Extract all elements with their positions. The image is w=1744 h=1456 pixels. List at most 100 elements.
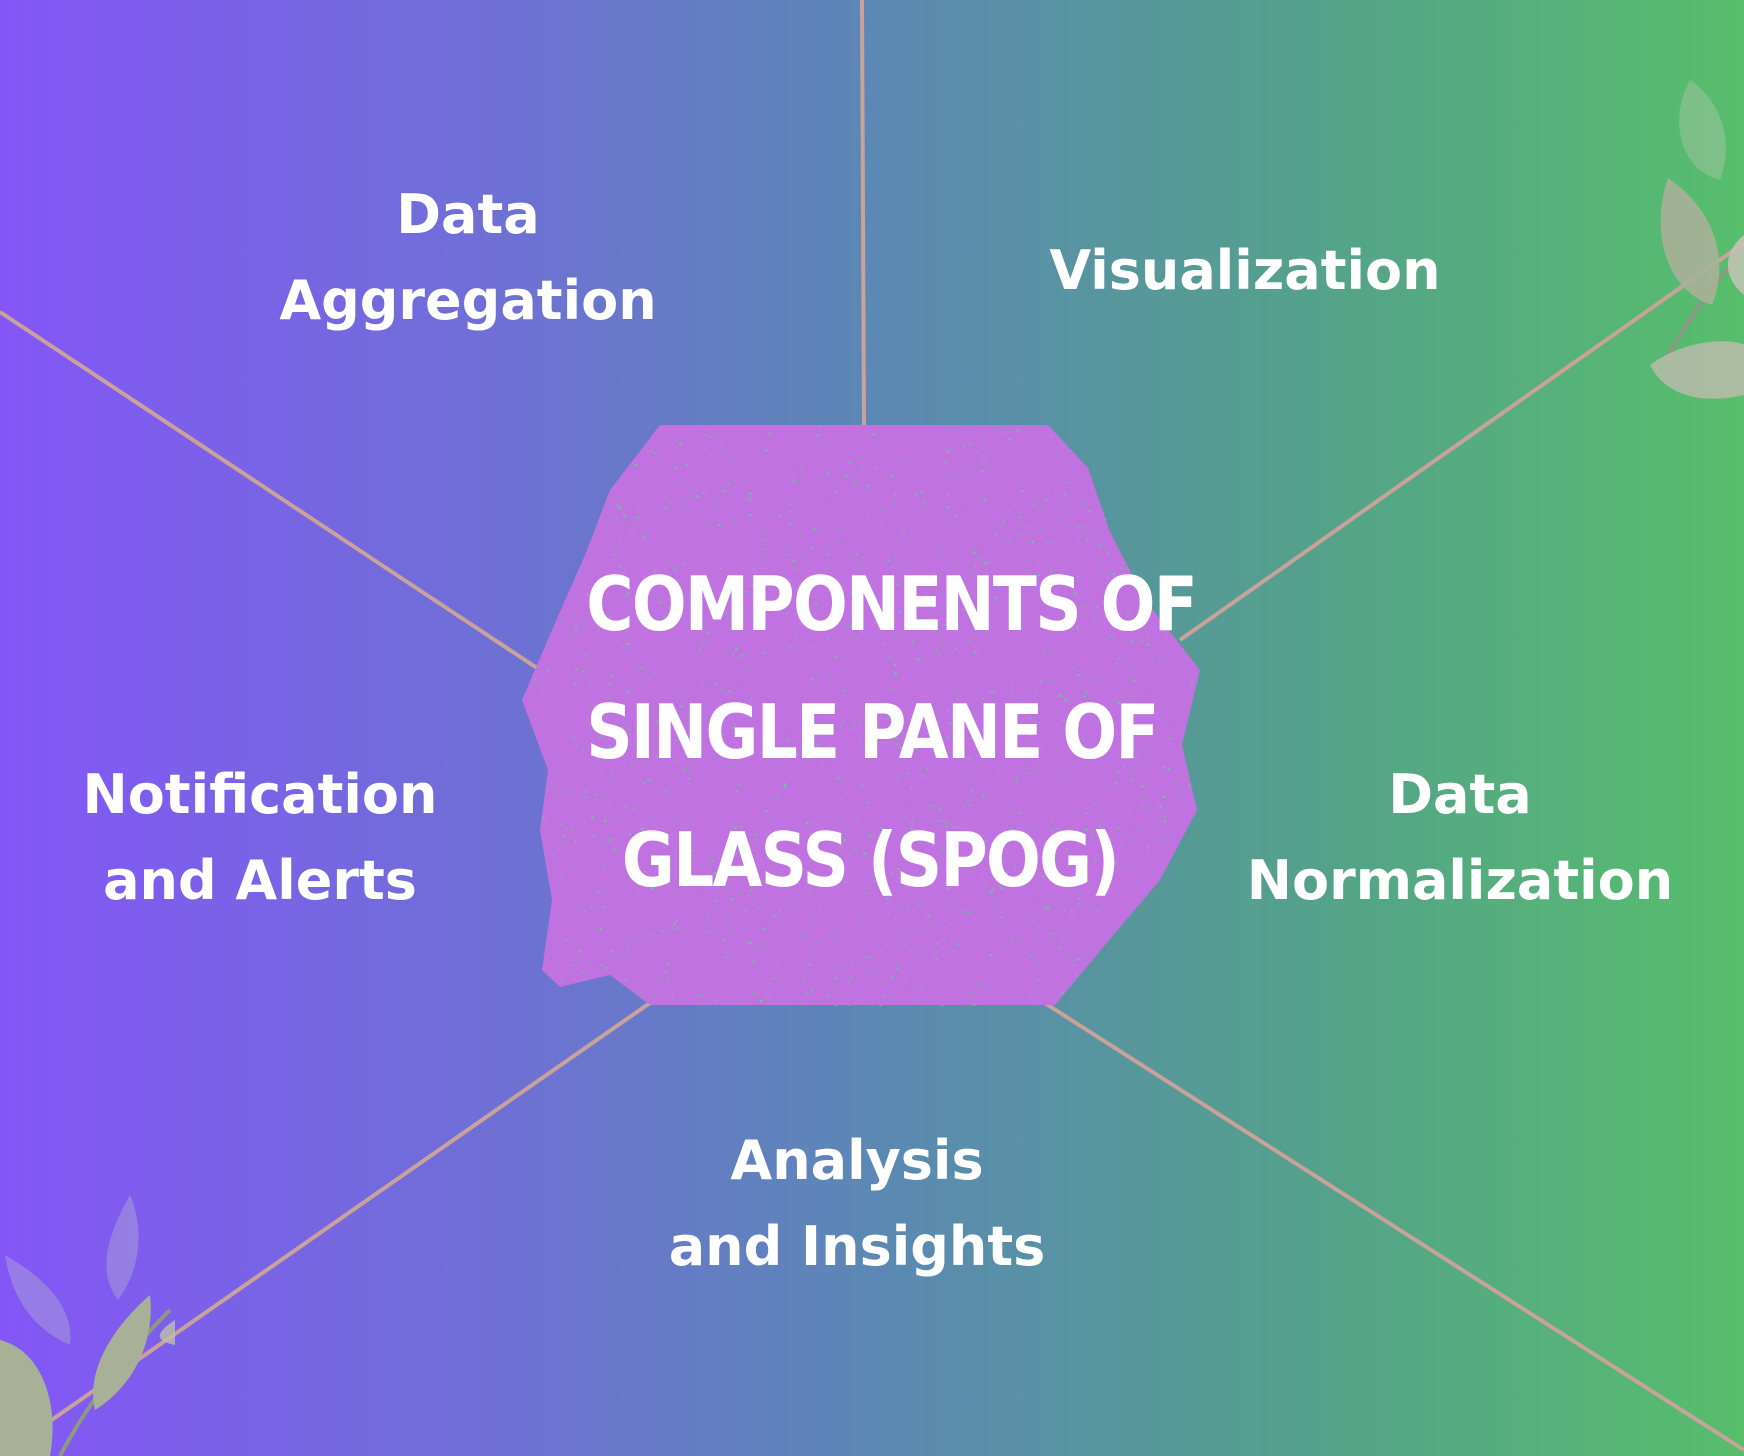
- speckle-dot: [981, 763, 983, 767]
- speckle-dot: [1077, 903, 1081, 905]
- speckle-dot: [861, 784, 864, 787]
- speckle-dot: [687, 777, 691, 780]
- title-line: GLASS (SPOG): [621, 816, 1120, 904]
- speckle-dot: [1110, 636, 1114, 638]
- speckle-dot: [971, 590, 974, 592]
- speckle-dot: [594, 536, 596, 539]
- speckle-dot: [946, 449, 949, 452]
- speckle-dot: [587, 594, 590, 596]
- speckle-dot: [911, 951, 914, 954]
- speckle-dot: [726, 483, 730, 485]
- speckle-dot: [910, 828, 914, 831]
- speckle-dot: [814, 724, 816, 726]
- speckle-dot: [1082, 614, 1084, 617]
- speckle-dot: [745, 669, 749, 671]
- speckle-dot: [1085, 485, 1087, 487]
- speckle-dot: [782, 785, 785, 787]
- speckle-dot: [962, 582, 965, 585]
- speckle-dot: [684, 767, 688, 770]
- speckle-dot: [956, 631, 958, 633]
- speckle-dot: [1050, 571, 1054, 573]
- speckle-dot: [1168, 833, 1171, 835]
- speckle-dot: [836, 573, 839, 576]
- speckle-dot: [862, 801, 865, 803]
- speckle-dot: [849, 976, 853, 979]
- component-data-normalization: Data Normalization: [1225, 752, 1695, 924]
- speckle-dot: [1095, 606, 1099, 609]
- speckle-dot: [1039, 680, 1043, 683]
- speckle-dot: [925, 580, 929, 582]
- speckle-dot: [589, 707, 592, 710]
- speckle-dot: [1167, 767, 1170, 770]
- speckle-dot: [756, 946, 759, 949]
- speckle-dot: [890, 871, 893, 874]
- speckle-dot: [883, 995, 886, 999]
- speckle-dot: [630, 867, 632, 870]
- speckle-dot: [743, 591, 747, 593]
- speckle-dot: [703, 783, 706, 785]
- speckle-dot: [1007, 882, 1009, 885]
- speckle-dot: [700, 950, 702, 953]
- speckle-dot: [1122, 727, 1125, 730]
- speckle-dot: [546, 669, 549, 672]
- speckle-dot: [793, 837, 795, 839]
- speckle-dot: [659, 601, 663, 604]
- speckle-dot: [809, 678, 813, 680]
- speckle-dot: [957, 910, 960, 912]
- speckle-dot: [711, 431, 714, 434]
- speckle-dot: [769, 983, 772, 985]
- speckle-dot: [989, 954, 993, 956]
- speckle-dot: [820, 577, 822, 579]
- speckle-dot: [967, 911, 971, 914]
- speckle-dot: [619, 565, 622, 568]
- speckle-dot: [831, 744, 833, 747]
- speckle-dot: [1008, 765, 1011, 768]
- speckle-dot: [708, 472, 710, 475]
- speckle-dot: [637, 490, 639, 492]
- speckle-dot: [823, 579, 827, 582]
- speckle-dot: [831, 940, 835, 942]
- speckle-dot: [1004, 805, 1008, 807]
- speckle-dot: [630, 530, 634, 532]
- speckle-dot: [1000, 524, 1003, 528]
- speckle-dot: [935, 804, 937, 807]
- speckle-dot: [964, 777, 967, 779]
- speckle-dot: [813, 612, 816, 615]
- speckle-dot: [940, 592, 943, 594]
- speckle-dot: [834, 730, 836, 733]
- speckle-dot: [749, 889, 752, 892]
- speckle-dot: [846, 678, 849, 681]
- speckle-dot: [738, 444, 740, 447]
- speckle-dot: [664, 789, 668, 792]
- speckle-dot: [647, 779, 651, 782]
- speckle-dot: [726, 924, 730, 927]
- speckle-dot: [579, 573, 582, 575]
- component-label-line: Analysis: [730, 1129, 984, 1192]
- speckle-dot: [1030, 827, 1033, 831]
- speckle-dot: [678, 692, 680, 695]
- speckle-dot: [985, 464, 988, 468]
- component-label-line: Data: [1388, 763, 1532, 826]
- speckle-dot: [950, 446, 953, 449]
- speckle-dot: [661, 743, 663, 746]
- speckle-dot: [585, 628, 588, 631]
- speckle-dot: [1054, 902, 1057, 905]
- speckle-dot: [1169, 737, 1172, 740]
- speckle-dot: [572, 964, 575, 966]
- speckle-dot: [625, 979, 627, 982]
- speckle-dot: [888, 717, 890, 719]
- speckle-dot: [945, 506, 949, 509]
- speckle-dot: [1103, 518, 1107, 520]
- speckle-dot: [992, 675, 996, 678]
- speckle-dot: [1115, 782, 1118, 785]
- speckle-dot: [1019, 812, 1023, 814]
- speckle-dot: [927, 914, 931, 917]
- speckle-dot: [733, 458, 735, 461]
- speckle-dot: [710, 860, 714, 863]
- speckle-dot: [915, 748, 918, 750]
- speckle-dot: [707, 580, 710, 583]
- speckle-dot: [748, 498, 750, 501]
- speckle-dot: [654, 723, 657, 725]
- speckle-dot: [1040, 507, 1042, 510]
- speckle-dot: [1163, 816, 1166, 819]
